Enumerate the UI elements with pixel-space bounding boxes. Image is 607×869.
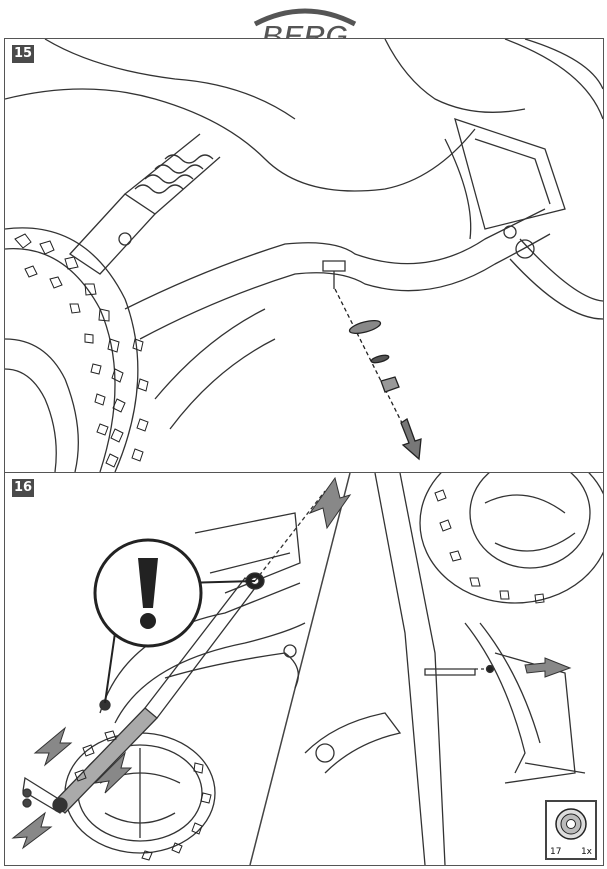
- step-15-illustration: [5, 39, 603, 472]
- step-16-illustration: [11, 473, 603, 865]
- direction-arrow-icon: [308, 476, 352, 530]
- part-reference-box: 17 1x: [545, 800, 597, 860]
- direction-arrow-icon: [33, 726, 73, 767]
- warning-exclamation-icon: [93, 538, 256, 704]
- direction-arrow-icon: [400, 418, 422, 461]
- step-15-panel: 15: [4, 38, 604, 473]
- berg-logo: BERG: [253, 8, 357, 61]
- step-16-badge: 16: [12, 479, 34, 497]
- direction-arrow-icon: [524, 657, 572, 678]
- part-quantity-label: 1x: [580, 847, 592, 857]
- nut-part-icon: [555, 808, 587, 840]
- part-number-label: 17: [550, 847, 562, 857]
- step-16-panel: 16: [4, 472, 604, 866]
- step-15-badge: 15: [12, 45, 34, 63]
- svg-text:BERG: BERG: [262, 20, 349, 53]
- direction-arrow-icon: [93, 751, 133, 794]
- direction-arrow-icon: [11, 811, 53, 850]
